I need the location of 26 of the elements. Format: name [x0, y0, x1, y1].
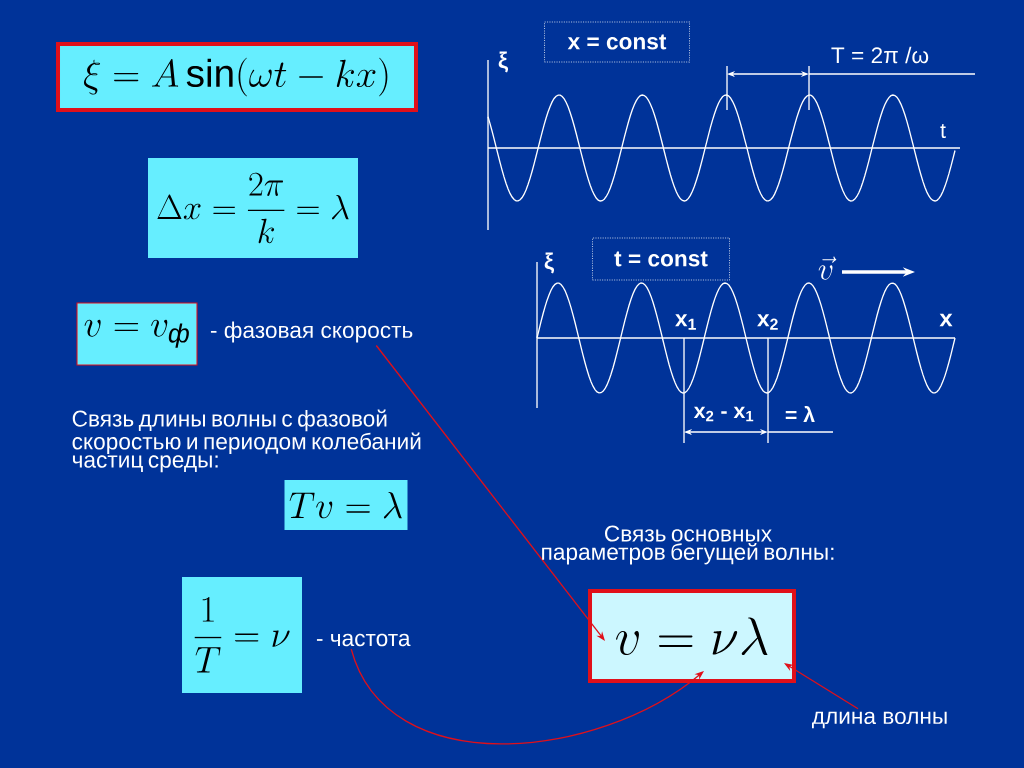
- annotation-text: - частота: [316, 633, 411, 647]
- annotation-text: длина волны: [812, 711, 947, 729]
- axis-label: ξ: [544, 252, 555, 274]
- formula-box: $v = v_{\text{\itshape ф}}$: [76, 302, 198, 366]
- formula-box: $\frac{1}{T} = \nu$: [182, 577, 302, 693]
- condition-box: t = const: [591, 237, 731, 281]
- description-text: Связь основных параметров бегущей волны:: [542, 525, 834, 565]
- formula-box: $\Delta x = \frac{2\pi}{k} = \lambda$: [148, 158, 358, 258]
- dimension-label: x$_{2}$ - x$_{1}$: [693, 406, 754, 422]
- dimension-label: = λ: [785, 406, 815, 422]
- period-label: T = 2π /ω: [831, 46, 929, 64]
- velocity-label: $\vec{v}$: [818, 256, 837, 280]
- arrow: [375, 344, 605, 641]
- point-label: x$_{1}$: [675, 314, 696, 330]
- formula-box: $\xi = A\sin(\omega t - kx)$: [56, 42, 418, 112]
- arrow: [784, 663, 859, 710]
- formula-box: $Tv = \lambda$: [284, 480, 408, 530]
- condition-box: x = const: [543, 21, 691, 63]
- formula-box: $v = \nu\lambda$: [588, 589, 796, 683]
- axis-label: ξ: [498, 51, 509, 73]
- axis-label: x: [939, 313, 953, 327]
- point-label: x$_{2}$: [757, 314, 778, 330]
- annotation-text: - фазовая скорость: [210, 321, 413, 343]
- description-text: Связь длины волны с фазовой скоростью и периодом колебаний частиц среды:: [72, 409, 421, 473]
- arrow: [350, 648, 704, 745]
- axis-label: t: [940, 124, 946, 138]
